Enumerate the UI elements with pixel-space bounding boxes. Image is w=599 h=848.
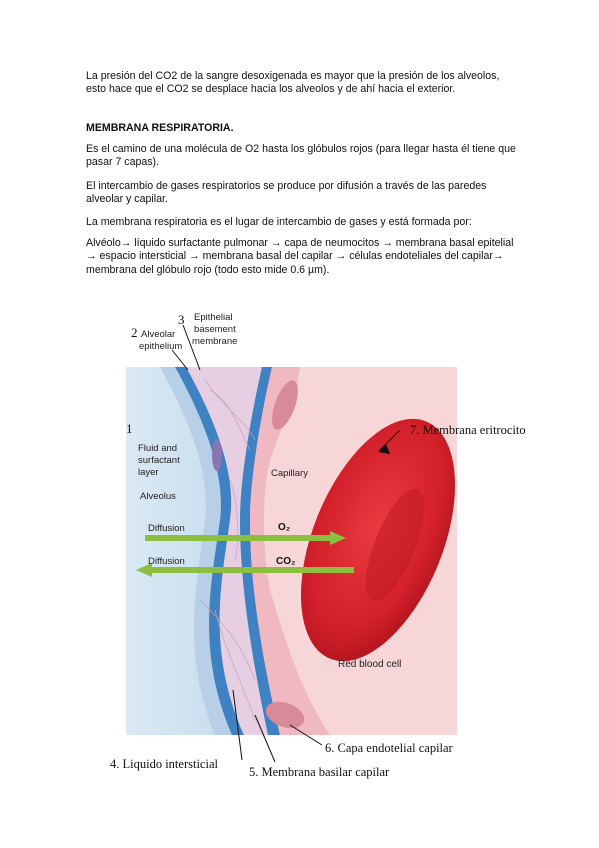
- alveolus-region: [126, 367, 215, 735]
- label-1-number: 1: [126, 421, 133, 436]
- leader-lines: [171, 324, 401, 763]
- label-o2: O₂: [278, 522, 290, 533]
- label-diffusion-o2: Diffusion: [148, 523, 185, 534]
- label-epithelium: epithelium: [139, 341, 182, 352]
- label-co2: CO₂: [276, 556, 295, 567]
- exchange-paragraph: El intercambio de gases respiratorios se…: [86, 180, 487, 206]
- interstitial-fibers: [199, 379, 256, 721]
- rbc-concavity: [365, 488, 425, 602]
- label-surfactant: surfactant: [138, 455, 180, 466]
- label-fluid: Fluid and: [138, 443, 177, 454]
- label-basement: basement: [194, 324, 236, 335]
- intro-paragraph: La presión del CO2 de la sangre desoxige…: [86, 70, 500, 96]
- endothelial-nucleus: [265, 701, 305, 729]
- label-6-capa-endotelial: 6. Capa endotelial capilar: [325, 741, 454, 755]
- co2-diffusion-arrow: [136, 563, 354, 577]
- capillary-endothelium: [250, 367, 330, 735]
- label-alveolus: Alveolus: [140, 491, 176, 502]
- capillary-basement-membrane: [240, 367, 280, 735]
- label-4-liquido-intersticial: 4. Liquido intersticial: [110, 757, 218, 771]
- arrow-head: [378, 444, 390, 454]
- alveolar-epithelium: [175, 367, 244, 735]
- diagram-panel: [126, 367, 457, 735]
- section-heading: MEMBRANA RESPIRATORIA.: [86, 122, 234, 134]
- label-red-blood-cell: Red blood cell: [338, 659, 401, 670]
- label-5-membrana-basilar: 5. Membrana basilar capilar: [249, 765, 390, 779]
- label-capillary: Capillary: [271, 468, 308, 479]
- label-7-membrana-eritrocito: 7. Membrana eritrocito: [410, 423, 526, 437]
- composition-paragraph: La membrana respiratoria es el lugar de …: [86, 216, 472, 228]
- label-2-number: 2: [131, 325, 138, 340]
- label-membrane: membrane: [192, 336, 237, 347]
- o2-diffusion-arrow: [145, 531, 346, 545]
- interstitial-space: [186, 367, 268, 735]
- label-alveolar: Alveolar: [141, 329, 175, 340]
- definition-paragraph: Es el camino de una molécula de O2 hasta…: [86, 143, 516, 169]
- endothelial-nucleus: [272, 380, 298, 430]
- layers-paragraph: Alvéolo→ líquido surfactante pulmonar → …: [86, 237, 514, 276]
- label-3-number: 3: [178, 312, 185, 327]
- label-layer: layer: [138, 467, 159, 478]
- epithelial-nucleus: [212, 439, 222, 471]
- label-diffusion-co2: Diffusion: [148, 556, 185, 567]
- label-epithelial: Epithelial: [194, 312, 233, 323]
